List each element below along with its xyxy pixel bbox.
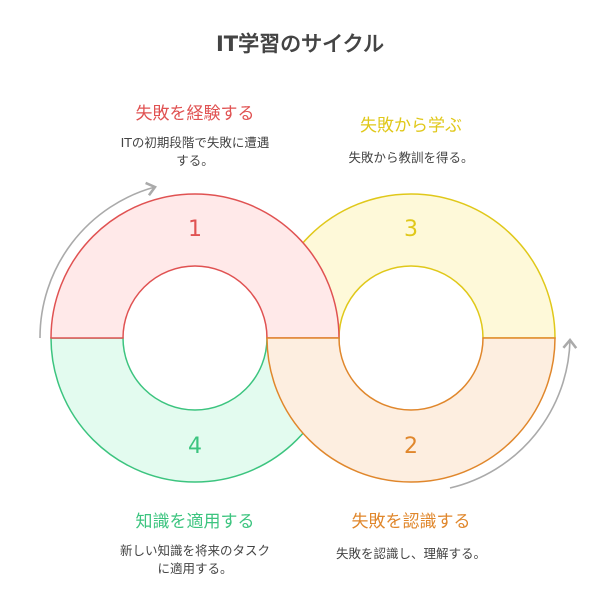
segment-1 <box>50 193 340 339</box>
step-number-2: 2 <box>404 434 418 459</box>
cycle-arrow-left <box>39 181 157 339</box>
step-heading-1: 失敗を経験する <box>135 104 255 124</box>
step-number-4: 4 <box>188 434 202 459</box>
step-number-3: 3 <box>404 217 418 242</box>
step-desc-1-line1: ITの初期段階で失敗に遭遇 <box>120 135 270 150</box>
step-desc-2: 失敗を認識し、理解する。 <box>335 546 486 561</box>
step-heading-2: 失敗を認識する <box>351 512 471 532</box>
step-desc-4-line2: に適用する。 <box>157 561 233 576</box>
step-number-1: 1 <box>188 217 202 242</box>
step-desc-4-line1: 新しい知識を将来のタスク <box>119 543 270 558</box>
step-desc-1: ITの初期段階で失敗に遭遇する。 <box>95 134 295 170</box>
step-heading-4: 知識を適用する <box>135 512 255 532</box>
segment-2 <box>266 337 556 483</box>
segment-3 <box>266 193 556 339</box>
step-desc-3: 失敗から教訓を得る。 <box>348 150 474 165</box>
cycle-arrow-right <box>449 337 578 489</box>
step-heading-3: 失敗から学ぶ <box>360 116 462 136</box>
step-desc-4: 新しい知識を将来のタスクに適用する。 <box>95 542 295 578</box>
diagram-title: IT学習のサイクル <box>215 32 385 56</box>
step-desc-1-line2: する。 <box>176 153 214 168</box>
